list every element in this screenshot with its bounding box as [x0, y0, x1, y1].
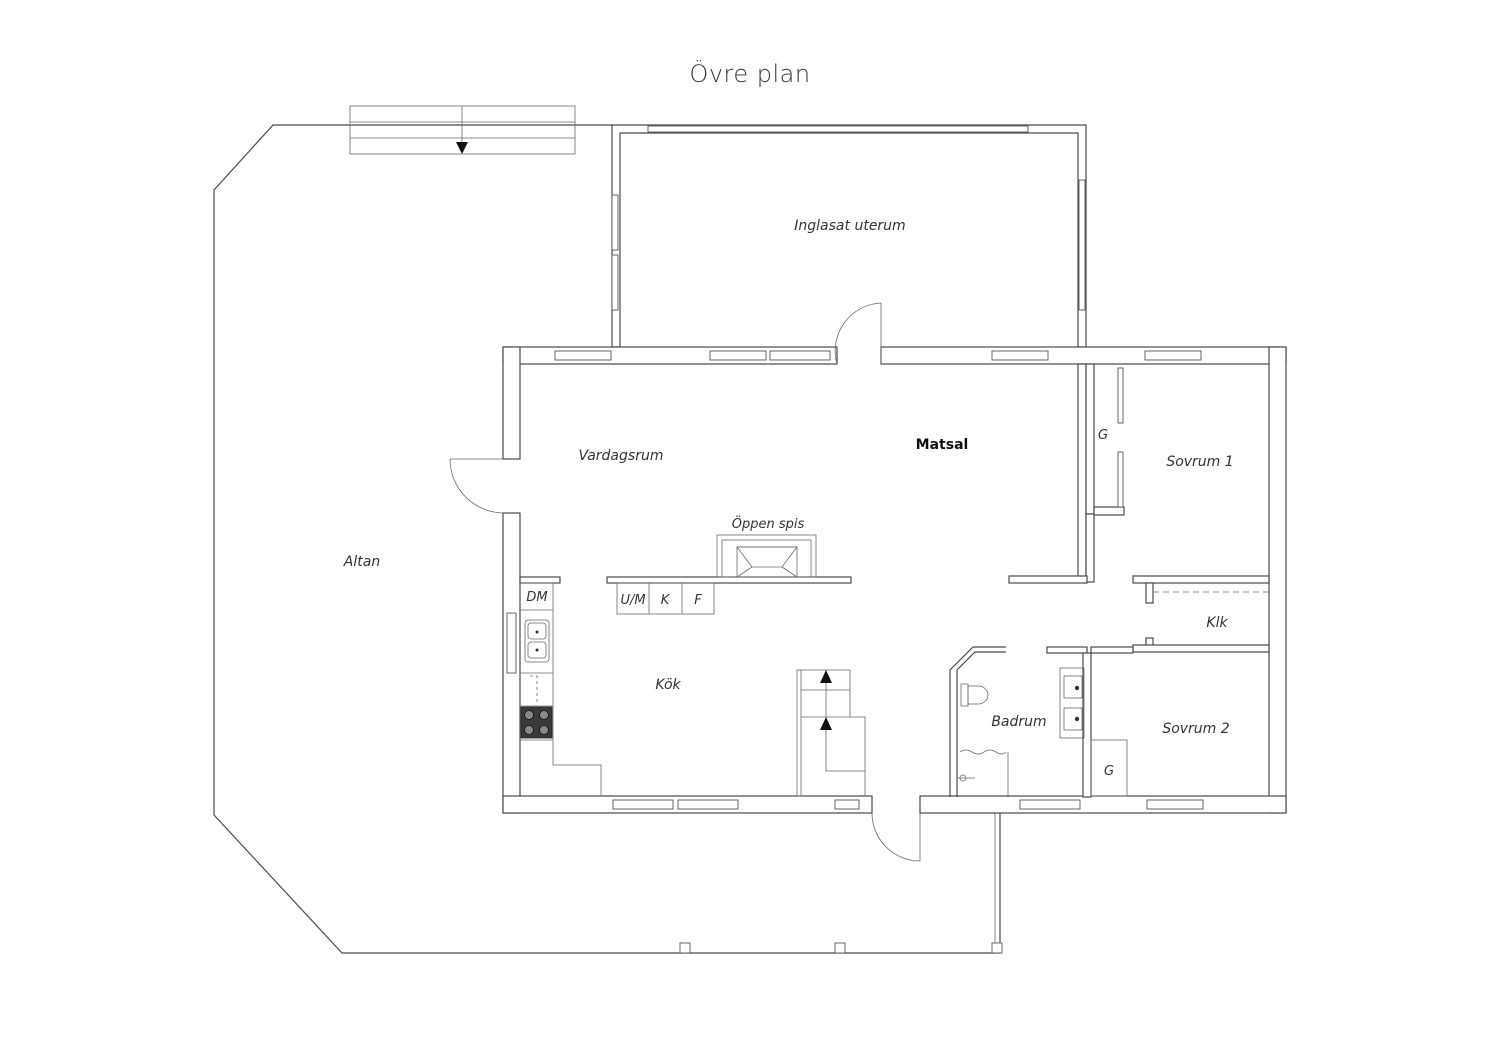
uterum-walls [611, 124, 1087, 348]
house-walls [502, 346, 1287, 814]
door-arc-icon [871, 812, 921, 862]
altan-deck [213, 124, 1003, 954]
interior-walls [519, 363, 1270, 798]
stair-arrow-icon [820, 717, 832, 730]
label-um: U/M [620, 593, 645, 608]
label-garderob-1: G [1098, 428, 1108, 443]
label-k: K [661, 593, 671, 608]
label-kok: Kök [655, 677, 681, 693]
label-vardagsrum: Vardagsrum [579, 448, 664, 464]
shower-icon [958, 749, 1009, 797]
doors [449, 302, 921, 862]
label-badrum: Badrum [991, 714, 1046, 730]
bathroom-fixtures [958, 667, 1085, 797]
plan-title: Övre plan [689, 60, 811, 88]
interior-stairs [796, 669, 866, 797]
wardrobe-sovrum2 [1090, 739, 1128, 797]
label-dm: DM [526, 590, 547, 605]
sink-icon [524, 619, 550, 663]
stair-arrow-icon [820, 670, 832, 683]
stair-arrow-icon [456, 142, 468, 154]
label-oppen-spis: Öppen spis [732, 515, 805, 532]
label-klk: Klk [1206, 615, 1228, 631]
label-uterum: Inglasat uterum [794, 218, 905, 234]
door-arc-icon [449, 458, 504, 514]
label-sovrum1: Sovrum 1 [1166, 454, 1233, 470]
label-f: F [694, 593, 702, 608]
label-altan: Altan [343, 554, 380, 570]
toilet-icon [960, 683, 989, 707]
kitchen-counters [520, 582, 715, 796]
label-garderob-2: G [1104, 764, 1114, 779]
fireplace [716, 534, 817, 578]
door-arc-icon [834, 302, 882, 365]
label-matsal: Matsal [916, 437, 969, 453]
stove-icon [520, 706, 553, 739]
label-sovrum2: Sovrum 2 [1162, 721, 1229, 737]
deck-stairs [349, 105, 576, 155]
